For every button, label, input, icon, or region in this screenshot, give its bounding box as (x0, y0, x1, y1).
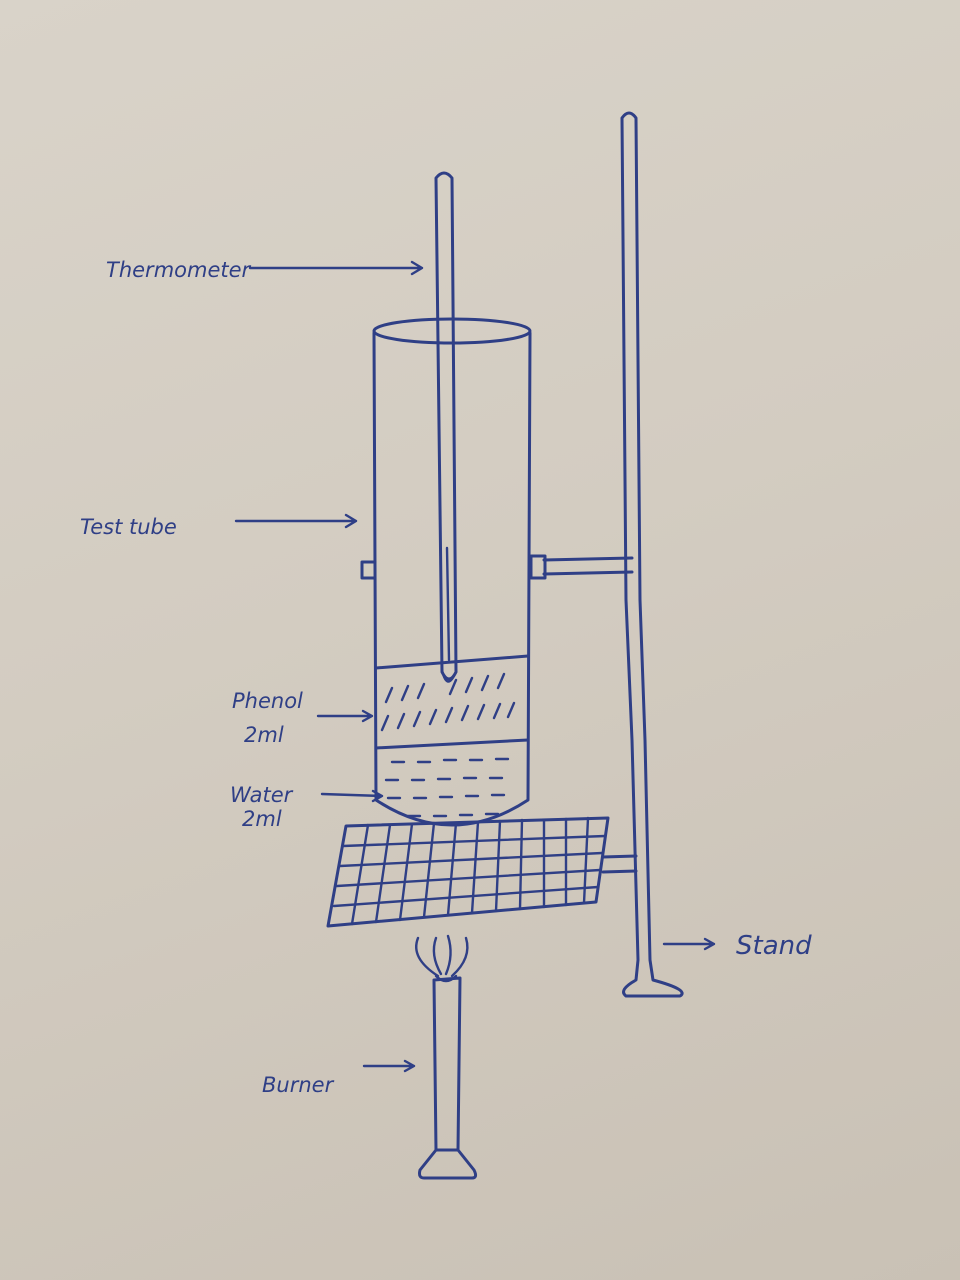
test-tube-label: Test tube (80, 515, 177, 539)
test-tube (362, 319, 530, 825)
stand-label: Stand (736, 931, 812, 961)
phenol-volume-label: 2ml (244, 723, 284, 747)
wire-gauze (328, 818, 608, 926)
phenol-label: Phenol (232, 689, 303, 713)
stand (531, 113, 682, 996)
burner (416, 936, 475, 1178)
phenol-layer (376, 656, 528, 748)
thermometer-label: Thermometer (106, 258, 252, 282)
water-label: Water (230, 783, 294, 807)
thermometer (436, 173, 456, 682)
water-layer (386, 759, 508, 816)
burner-label: Burner (262, 1073, 335, 1097)
water-volume-label: 2ml (242, 807, 282, 831)
